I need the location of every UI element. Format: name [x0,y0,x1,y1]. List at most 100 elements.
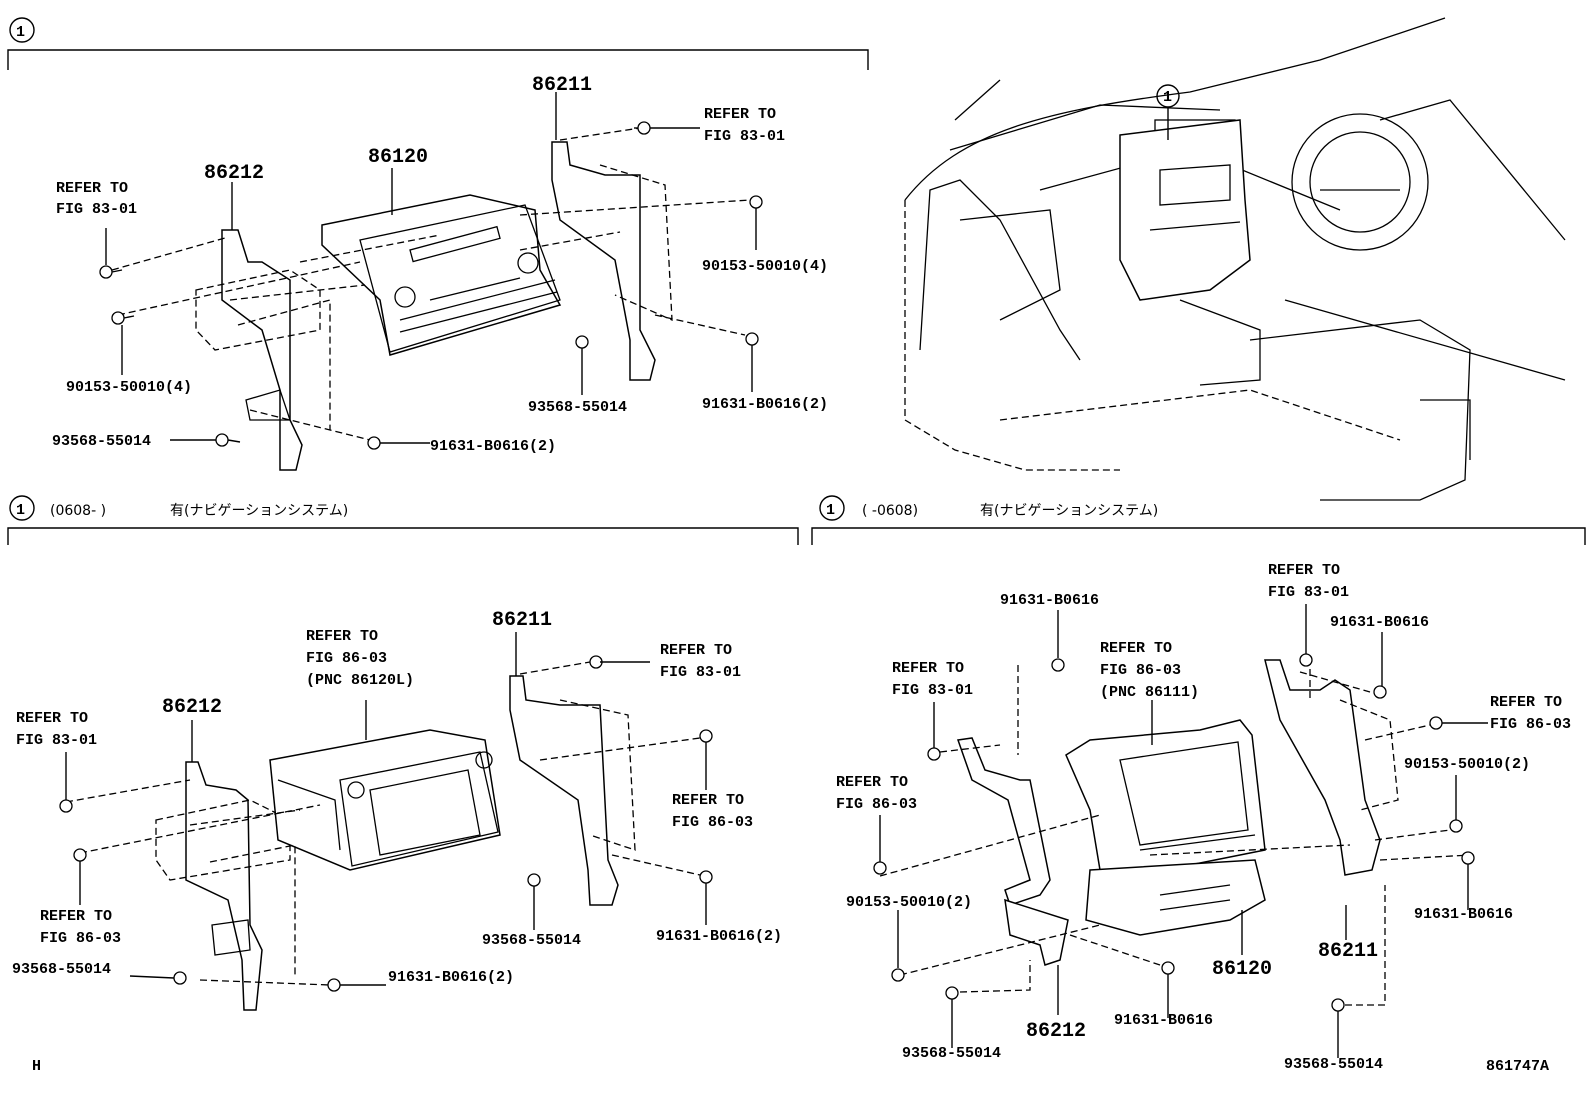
screw-icon [111,311,135,325]
bottom-right-panel: 1 ( -0608) 有(ナビゲーションシステム) [811,495,1586,1073]
refer-figure: FIG 83-01 [892,682,973,699]
screw-icon [1461,851,1475,865]
part-number-86211: 86211 [1318,940,1378,963]
refer-figure: FIG 86-03 [1100,662,1181,679]
section-marker-circle [9,17,35,43]
screw-icon [99,265,123,279]
refer-pnc: (PNC 86120L) [306,672,414,689]
part-number-label: 93568-55014 [482,932,581,949]
refer-figure: FIG 86-03 [672,814,753,831]
part-number-label: 91631-B0616 [1414,906,1513,923]
part-number-label: 93568-55014 [12,961,111,978]
screw-icon [634,121,651,135]
bottom-left-panel: 1 (0608- ) 有(ナビゲーションシステム) [7,495,799,1011]
refer-label: REFER TO [672,792,744,809]
part-number-86120: 86120 [1212,958,1272,981]
caption-range: (0608- ) [50,503,106,519]
refer-pnc: (PNC 86111) [1100,684,1199,701]
svg-text:1: 1 [16,502,25,519]
bracket-86211 [551,141,656,381]
section-marker-circle [9,495,35,521]
screw-icon [1449,819,1463,833]
refer-figure: FIG 83-01 [1268,584,1349,601]
part-number-86211: 86211 [532,74,592,97]
part-number-label: 93568-55014 [528,399,627,416]
caption-text: 有(ナビゲーションシステム) [170,503,348,519]
display-unit [1065,719,1266,871]
screw-icon [1161,961,1175,975]
part-number-label: 93568-55014 [1284,1056,1383,1073]
part-number-label: 91631-B0616 [1330,614,1429,631]
screw-icon [891,968,905,982]
screw-icon [1429,716,1443,730]
part-number-label: 90153-50010(4) [702,258,828,275]
refer-label: REFER TO [56,180,128,197]
refer-figure: FIG 86-03 [1490,716,1571,733]
refer-label: REFER TO [836,774,908,791]
navigation-unit [269,729,501,871]
screw-icon [745,332,759,346]
screw-icon [73,848,87,862]
refer-label: REFER TO [892,660,964,677]
screw-icon [1051,658,1065,672]
screw-icon [1373,685,1387,699]
part-number-86211: 86211 [492,609,552,632]
svg-text:1: 1 [826,502,835,519]
refer-figure: FIG 83-01 [56,201,137,218]
part-number-86212: 86212 [162,696,222,719]
vehicle-interior-illustration: 1 [904,17,1566,501]
screw-icon [173,971,187,985]
refer-label: REFER TO [1268,562,1340,579]
refer-figure: FIG 86-03 [836,796,917,813]
top-left-panel: 1 [7,17,869,471]
screw-icon [873,861,887,875]
part-number-label: 90153-50010(2) [846,894,972,911]
bracket-86212 [185,761,263,1011]
screw-icon [215,433,241,447]
screw-icon [749,195,763,209]
bracket-86211 [509,675,619,906]
bracket-86212 [221,229,303,471]
refer-label: REFER TO [40,908,112,925]
part-number-label: 91631-B0616(2) [388,969,514,986]
refer-figure: FIG 83-01 [660,664,741,681]
part-number-label: 90153-50010(4) [66,379,192,396]
caption-range: ( -0608) [862,503,918,519]
screw-icon [945,986,959,1000]
part-number-label: 91631-B0616(2) [702,396,828,413]
refer-figure: FIG 83-01 [704,128,785,145]
screw-icon [527,873,541,887]
refer-label: REFER TO [1100,640,1172,657]
refer-label: REFER TO [660,642,732,659]
screw-icon [699,870,713,884]
radio-86120 [321,194,562,356]
part-number-86212: 86212 [204,162,264,185]
screw-icon [575,335,589,349]
refer-label: REFER TO [306,628,378,645]
part-number-86212: 86212 [1026,1020,1086,1043]
screw-icon [59,799,73,813]
bracket-86211 [1264,659,1381,876]
footer-code: H [32,1058,41,1075]
diagram-id: 861747A [1486,1058,1549,1075]
part-number-label: 93568-55014 [52,433,151,450]
screw-icon [1331,998,1345,1012]
part-number-label: 91631-B0616 [1114,1012,1213,1029]
screw-icon [927,747,941,761]
part-number-label: 93568-55014 [902,1045,1001,1062]
refer-figure: FIG 86-03 [40,930,121,947]
caption-text: 有(ナビゲーションシステム) [980,503,1158,519]
part-number-label: 91631-B0616(2) [430,438,556,455]
refer-label: REFER TO [704,106,776,123]
refer-figure: FIG 86-03 [306,650,387,667]
screw-icon [699,729,713,743]
panel-bracket [7,49,869,70]
screw-icon [327,978,341,992]
refer-label: REFER TO [16,710,88,727]
part-number-86120: 86120 [368,146,428,169]
bracket-86212 [956,737,1051,906]
screw-icon [1299,653,1313,667]
panel-bracket [811,527,1586,545]
refer-label: REFER TO [1490,694,1562,711]
